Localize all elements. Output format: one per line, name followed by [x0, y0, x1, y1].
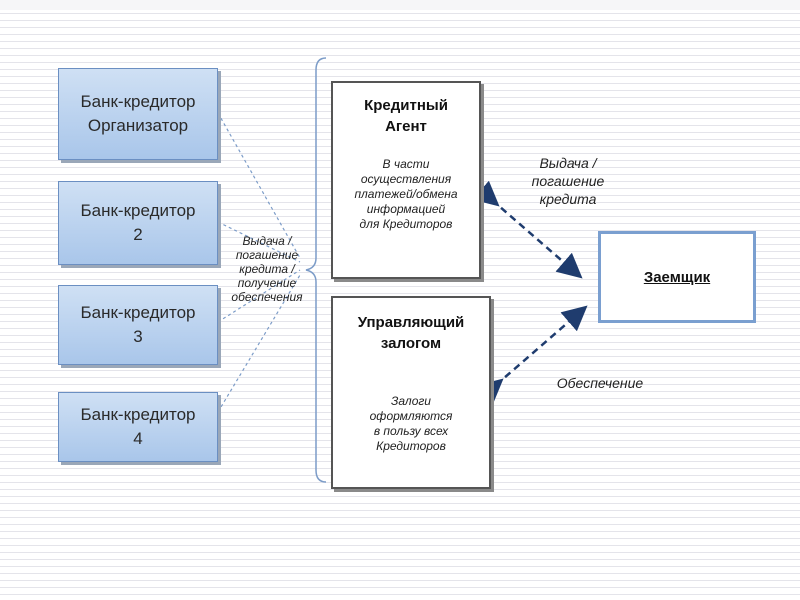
bank-box-3: Банк-кредитор 3 — [58, 285, 218, 365]
connector-bank-4 — [217, 274, 301, 413]
collateral-manager-description: Залоги оформляются в пользу всех Кредито… — [369, 394, 453, 453]
left-flow-label: Выдача / погашение кредита / получение о… — [231, 234, 303, 304]
bank-number: 3 — [133, 327, 143, 346]
connector-bank-3 — [217, 269, 301, 323]
security-arrow — [476, 305, 588, 405]
connector-bank-1 — [217, 112, 301, 259]
top-edge — [0, 0, 800, 10]
loan-flow-label: Выдача / погашение кредита — [531, 155, 605, 207]
bank-number: 2 — [133, 225, 143, 244]
borrower-label: Заемщик — [643, 268, 711, 286]
security-flow-label: Обеспечение — [556, 375, 644, 391]
bank-name: Банк-кредитор — [80, 92, 196, 111]
brace — [305, 57, 327, 483]
bank-name: Банк-кредитор — [80, 405, 196, 424]
bank-name: Банк-кредитор — [80, 201, 196, 220]
credit-agent-title: Кредитный Агент — [364, 97, 448, 135]
collateral-manager-title: Управляющий залогом — [357, 314, 465, 352]
bank-number: 4 — [133, 429, 143, 448]
bank-box-2: Банк-кредитор 2 — [58, 181, 218, 265]
bank-box-organizer: Банк-кредитор Организатор — [58, 68, 218, 160]
bank-name: Банк-кредитор — [80, 303, 196, 322]
borrower-box: Заемщик — [598, 231, 756, 323]
bank-box-4: Банк-кредитор 4 — [58, 392, 218, 462]
credit-agent-description: В части осуществления платежей/обмена ин… — [354, 157, 458, 231]
credit-agent-box: Кредитный Агент В части осуществления пл… — [331, 81, 481, 279]
loan-arrow — [472, 180, 583, 279]
bank-role: Организатор — [87, 116, 189, 135]
collateral-manager-box: Управляющий залогом Залоги оформляются в… — [331, 296, 491, 489]
